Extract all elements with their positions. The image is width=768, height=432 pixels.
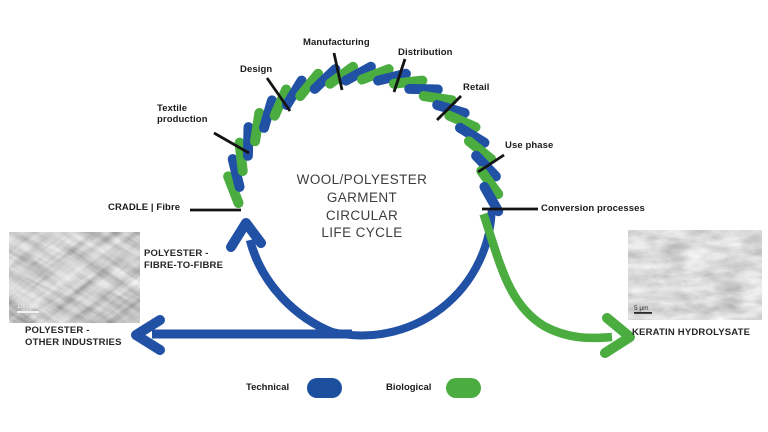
sem-image-polyester-fibres: 100 μm xyxy=(9,232,140,323)
braid-segment xyxy=(340,61,376,86)
legend-label-technical: Technical xyxy=(246,382,290,393)
center-title-line: GARMENT xyxy=(326,189,398,205)
tick-manufacturing xyxy=(332,52,344,91)
stage-label-manufacturing: Manufacturing xyxy=(303,37,370,48)
tick-retail xyxy=(436,95,462,121)
braided-rope xyxy=(223,61,504,217)
arrow-left-icon xyxy=(131,315,165,355)
braid-segment xyxy=(357,64,394,85)
stage-ticks xyxy=(190,52,538,212)
stage-label-use-phase: Use phase xyxy=(505,140,554,151)
center-title-line: LIFE CYCLE xyxy=(321,225,403,241)
sem-image-keratin-hydrolysate: 5 μm xyxy=(628,230,762,320)
braid-segment xyxy=(418,91,458,106)
center-title-line: CIRCULAR xyxy=(325,207,399,223)
braid-segment xyxy=(388,75,428,89)
stage-label-textile-production: Textile production xyxy=(157,103,208,126)
braid-segment xyxy=(454,122,490,148)
caption-polyester-other-industries: POLYESTER - OTHER INDUSTRIES xyxy=(25,325,122,348)
scale-bar xyxy=(17,311,39,313)
caption-keratin-hydrolysate: KERATIN HYDROLYSATE xyxy=(632,327,751,338)
arrow-up-icon xyxy=(226,218,266,252)
braid-segment xyxy=(259,95,277,133)
tick-textile-production xyxy=(213,131,250,155)
braid-segment xyxy=(325,61,359,89)
stage-label-design: Design xyxy=(240,64,273,75)
scale-bar-label: 100 μm xyxy=(17,303,39,310)
stage-label-distribution: Distribution xyxy=(398,47,453,58)
braid-segment xyxy=(479,181,504,217)
center-title-line: WOOL/POLYESTER xyxy=(296,172,428,187)
braid-segment xyxy=(444,110,481,133)
stage-label-cradle-fibre: CRADLE | Fibre xyxy=(108,202,181,213)
tick-design xyxy=(265,77,292,112)
tick-distribution xyxy=(392,58,407,93)
braid-segment xyxy=(309,64,341,94)
scale-bar xyxy=(634,312,652,314)
caption-polyester-fibre-to-fibre: POLYESTER - FIBRE-TO-FIBRE xyxy=(144,248,224,271)
braid-segment xyxy=(269,84,292,121)
braid-segment xyxy=(476,166,504,200)
legend-swatch-biological xyxy=(446,378,481,398)
braid-segment xyxy=(250,107,265,147)
braid-segment xyxy=(223,171,244,208)
tick-use-phase xyxy=(477,153,505,174)
braid-segment xyxy=(432,100,470,118)
braid-segment xyxy=(295,68,324,102)
scale-bar-label: 5 μm xyxy=(634,305,649,312)
braid-segment xyxy=(404,83,443,95)
fibre-to-fibre-arrow-shaft xyxy=(245,238,336,337)
stage-label-retail: Retail xyxy=(463,82,490,93)
braid-segment xyxy=(281,75,307,111)
stage-label-conversion-processes: Conversion processes xyxy=(541,203,645,214)
braid-segment xyxy=(373,68,411,86)
center-title: WOOL/POLYESTER GARMENT CIRCULAR LIFE CYC… xyxy=(287,171,437,242)
technical-loop-arc xyxy=(331,207,496,340)
legend-swatch-technical xyxy=(307,378,342,398)
braid-segment xyxy=(463,136,497,165)
biological-arrow-shaft xyxy=(479,212,613,343)
legend-label-biological: Biological xyxy=(386,382,432,393)
arrow-right-icon xyxy=(600,313,635,358)
braid-segment xyxy=(227,154,245,192)
